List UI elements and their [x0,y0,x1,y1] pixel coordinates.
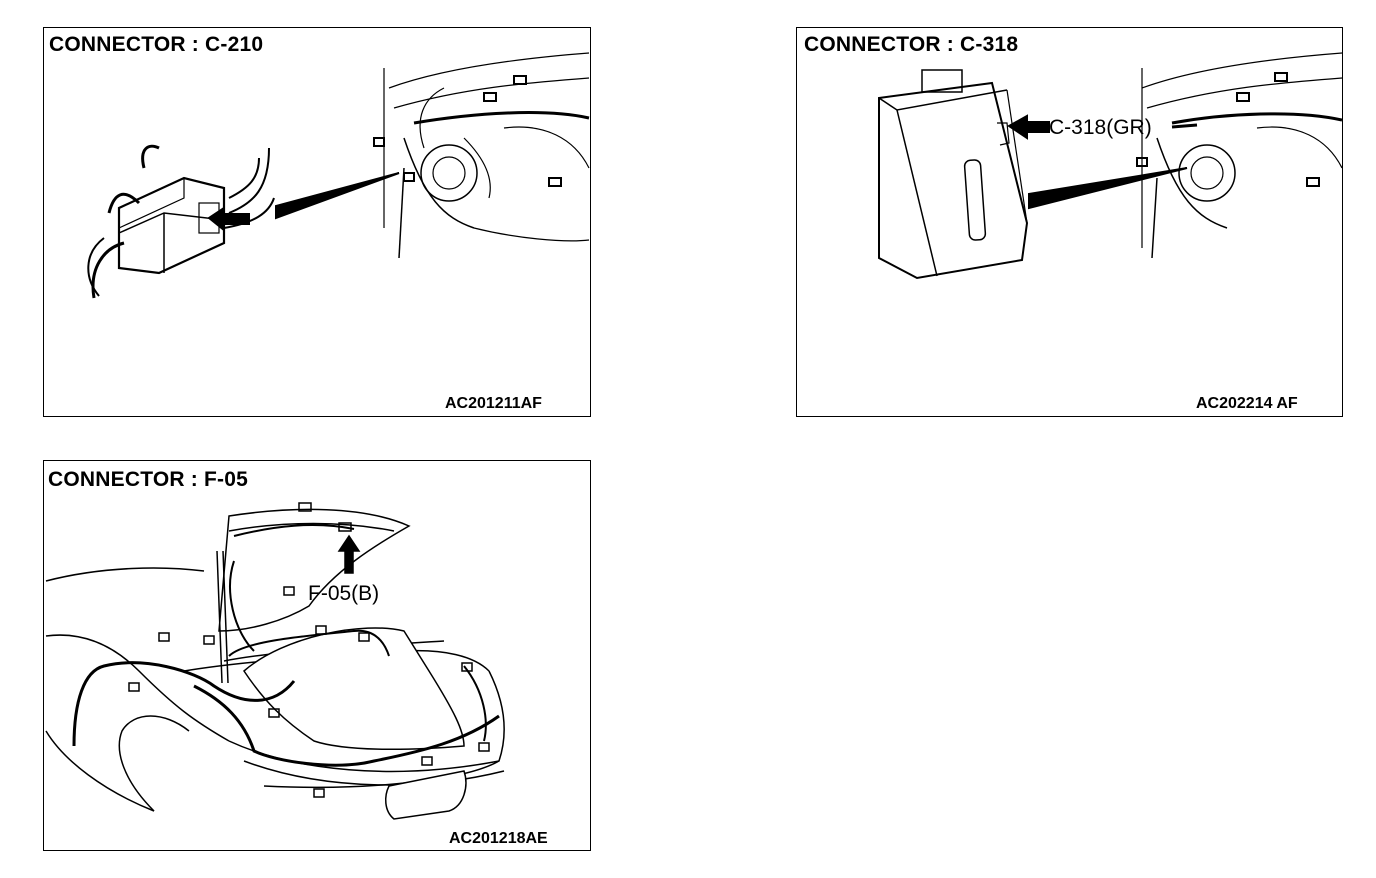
c-210-connector-illustration [87,52,590,299]
f-05-trunk-illustration [45,502,505,820]
figure-code: AC201211AF [445,395,542,412]
panel-c-210: CONNECTOR : C-210 [43,27,591,417]
panel-title: CONNECTOR : C-210 [49,33,264,56]
connector-callout-f-05: F-05(B) [308,582,380,605]
panel-c-318: CONNECTOR : C-318 C-318(GR) AC202214 AF [796,27,1343,417]
panel-title: CONNECTOR : F-05 [48,468,248,491]
figure-code: AC201218AE [449,830,548,847]
figure-code: AC202214 AF [1196,395,1298,412]
c-318-ecu-illustration [878,52,1342,280]
panel-title: CONNECTOR : C-318 [804,33,1019,56]
connector-callout-c-318: C-318(GR) [1049,116,1152,139]
panel-f-05: CONNECTOR : F-05 [43,460,591,851]
